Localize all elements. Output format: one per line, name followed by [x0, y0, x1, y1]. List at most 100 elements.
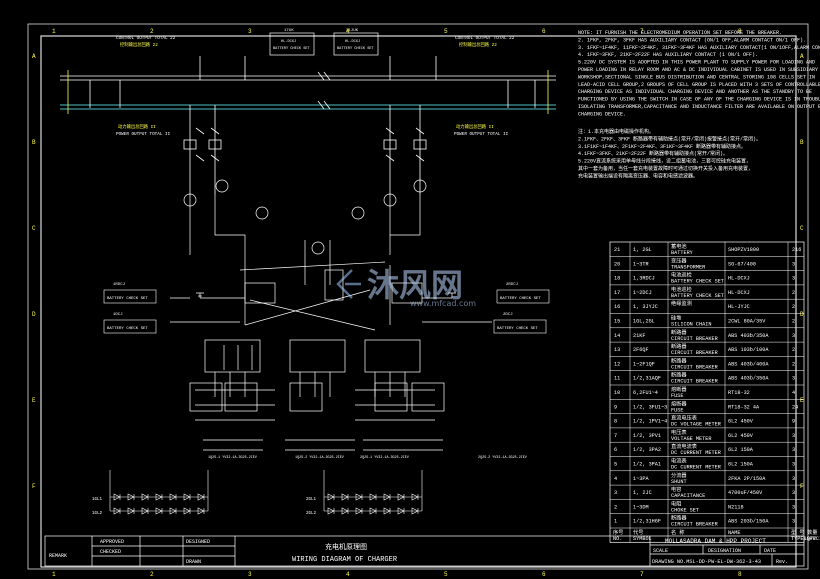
bom-cell-no: 12 — [614, 361, 620, 367]
diode-row-3-label: 2GL1 — [306, 498, 317, 502]
right-battery-tag: 2RDCJ — [506, 283, 518, 287]
bom-cell-qty: 9 — [792, 419, 795, 425]
bom-cell-no: 6 — [614, 447, 617, 453]
diode-icon — [197, 493, 205, 501]
bus-box-1-line1: HL-DCXJ — [281, 40, 296, 44]
bom-cell-name: TRANSFORMER — [671, 264, 705, 270]
bom-cell-symbol: 1/2, 3FU1~3 — [633, 404, 667, 410]
diode-icon — [127, 493, 135, 501]
drawn-label: DRAWN — [186, 559, 201, 565]
bom-cell-name-cn: 直流电压表 — [671, 414, 698, 422]
note-line: 2. 1FKF, 2FKF, 3FKF HAS AUXILIARY CONTAC… — [578, 37, 806, 43]
feed-1-label: 1Q2S-1 YV32-1A-3G25-2IEV — [208, 456, 258, 460]
bus-labels: CONTROL OUTPUT TOTAL 22 控制输出总回路 22 CONTR… — [116, 36, 515, 137]
bom-cell-no: 7 — [614, 433, 617, 439]
left-control-output-cn: 控制输出总回路 22 — [120, 41, 158, 48]
bom-cell-qty: 2 — [792, 319, 795, 325]
drawing-title-cn: 充电机原理图 — [325, 542, 367, 552]
sheet-border — [27, 23, 809, 570]
bom-cell-qty: 3 — [792, 476, 795, 482]
bom-header-en: NO. — [613, 536, 622, 542]
diode-icon — [397, 507, 405, 515]
feed-4-label: 2Q2S-2 YV32-1A-3G25-2IEV — [478, 456, 528, 460]
bom-cell-no: 14 — [614, 333, 620, 339]
bom-cell-no: 11 — [614, 376, 620, 382]
bom-cell-type: RT18-32 4A — [728, 404, 760, 410]
bus-box-1-tag: 17UK — [284, 29, 294, 33]
bom-cell-type: ABS 403b/350A — [728, 333, 769, 339]
bom-cell-symbol: 2F6QF — [633, 347, 649, 353]
bom-cell-type: N2118 — [728, 504, 744, 510]
bom-cell-name-cn: 断路器 — [671, 514, 687, 522]
bom-cell-name: CIRCUIT BREAKER — [671, 522, 718, 528]
designed-label: DESIGNED — [186, 539, 210, 545]
row-label-right: E — [800, 397, 804, 404]
row-label-right: A — [800, 53, 804, 60]
bom-cell-symbol: 1~3PA — [633, 476, 649, 482]
bom-cell-name-cn: 硅堆 — [671, 314, 681, 322]
bus-check-box-2: 31JUK HL-DCXJ BATTERY CHECK SET — [333, 29, 379, 56]
bom-cell-name-cn: 熔断器 — [671, 385, 687, 393]
bom-cell-qty: 2 — [792, 304, 795, 310]
bom-cell-type: HL-DCXJ — [728, 290, 750, 296]
diode-row-4-label: 2GL2 — [306, 512, 317, 516]
bom-cell-type: ABS 203b/150A — [728, 519, 769, 525]
bom-cell-name: FUSE — [671, 407, 683, 413]
bom-cell-symbol: 1~3DM — [633, 504, 649, 510]
bus-section — [60, 56, 556, 195]
bom-cell-symbol: 1,3RDCJ — [633, 276, 655, 282]
right-power-output-cn: 动力输出总回路 II — [456, 123, 494, 130]
bom-cell-type: ABS 103b/100A — [728, 347, 769, 353]
bom-cell-qty: 4 — [792, 390, 795, 396]
note-line: LEAD-ACID CELL GROUP,2 GROUPS OF CELL GR… — [578, 82, 820, 88]
diode-icon — [155, 493, 163, 501]
bom-cell-name: DC CURRENT METER — [671, 465, 721, 471]
feed-2-label: 1Q2S-2 YV32-1A-3G25-2IEV — [295, 456, 345, 460]
bom-cell-no: 5 — [614, 462, 617, 468]
bom-cell-symbol: 1~3TR — [633, 261, 649, 267]
bom-cell-symbol: 1, 2GL — [633, 247, 652, 253]
diode-icon — [127, 507, 135, 515]
column-label-bottom: 2 — [150, 571, 154, 578]
note-line-cn: 3.1F1KF~1F4KF、2F1KF~2F4KF、3F1KF~3F4KF 断路… — [578, 143, 746, 150]
note-line: CHARGING DEVICE AS INDIVIDUAL CHARGING D… — [578, 89, 812, 95]
bom-cell-no: 9 — [614, 404, 617, 410]
diode-icon — [113, 493, 121, 501]
bom-cell-symbol: 6,2FU1~4 — [633, 390, 658, 396]
bom-cell-name-cn: 变压器 — [671, 256, 687, 264]
remark-label: REMARK — [49, 553, 67, 559]
bom-cell-symbol: 1/2, 3PA1 — [633, 462, 661, 468]
left-power-output-label: POWER OUTPUT TOTAL II — [116, 132, 171, 137]
bom-cell-name: CHOKE SET — [671, 507, 699, 513]
bom-cell-name: SHUNT — [671, 479, 687, 485]
bom-header-en: QTY — [807, 536, 817, 542]
note-line: WORKSHOP,SECTIONAL SINGLE BUS DISTRIBUTI… — [578, 74, 815, 80]
diode-icon — [183, 507, 191, 515]
column-label-bottom: 1 — [52, 571, 56, 578]
bom-cell-name-cn: 分流器 — [671, 471, 687, 479]
bom-cell-symbol: 1, 3JYJC — [633, 304, 658, 310]
designation-label: DESIGNATION — [708, 548, 741, 554]
bom-cell-name: BATTERY — [671, 250, 694, 256]
row-label-left: F — [32, 483, 36, 490]
bom-header-cn: 名 称 — [671, 528, 685, 536]
right-charge-label: BATTERY CHECK SET — [497, 327, 538, 331]
column-label-bottom: 3 — [248, 571, 252, 578]
column-label-top: 7 — [640, 28, 644, 35]
bom-cell-no: 17 — [614, 290, 620, 296]
bom-cell-name-cn: 断路器 — [671, 328, 687, 336]
title-block-text: REMARK APPROVED CHECKED DESIGNED DRAWN 充… — [49, 538, 788, 565]
bom-cell-type: 6L2 450V — [728, 419, 754, 425]
note-line-cn: 2.1FKF、2FKF、3FKF 断路器带有辅助接点(常开/常闭)报警接点(常开… — [578, 135, 761, 142]
bom-frame — [609, 241, 805, 543]
bom-cell-no: 3 — [614, 490, 617, 496]
bom-cell-name-cn: 断路器 — [671, 356, 687, 364]
bus-box-2-line2: BATTERY CHECK SET — [337, 47, 375, 51]
note-line: FUNCTIONED BY USING THE SWITCH IN CASE O… — [578, 97, 820, 103]
note-line-cn: 其中一套为备用，当任一套充电装置故障时可通过切换开关投入备用充电装置， — [578, 165, 753, 172]
bom-cell-qty: 24 — [792, 404, 798, 410]
bom-cell-no: 4 — [614, 476, 617, 482]
bom-cell-qty: 3 — [792, 447, 795, 453]
bom-cell-symbol: 1, 2JC — [633, 490, 652, 496]
